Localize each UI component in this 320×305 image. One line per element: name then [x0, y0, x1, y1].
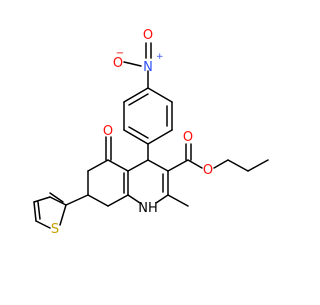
bond — [87, 194, 109, 207]
bond — [123, 87, 149, 103]
ester-ether-oxygen-label: O — [203, 163, 213, 178]
bond — [128, 126, 149, 139]
thiophene-sulfur-label: S — [51, 222, 59, 237]
bond — [128, 93, 149, 106]
bond — [247, 159, 269, 172]
bond — [147, 87, 173, 103]
bond — [213, 159, 229, 169]
bond — [87, 159, 109, 172]
bond — [65, 194, 89, 206]
bond — [37, 201, 41, 220]
bond — [227, 159, 249, 172]
bond — [147, 129, 173, 145]
bond — [107, 159, 129, 172]
bond — [167, 159, 189, 172]
bond — [35, 220, 51, 229]
molecule-canvas: N + O O − O O O NH S — [33, 28, 269, 237]
bond — [107, 194, 129, 207]
nitro-oxygen-left-label: O — [113, 56, 123, 71]
bond — [123, 129, 149, 145]
ester-carbonyl-oxygen-label: O — [183, 130, 193, 145]
bond — [167, 194, 189, 207]
nitro-nitrogen-label: N — [143, 60, 153, 75]
bond — [155, 194, 169, 204]
bond — [33, 201, 37, 222]
bond-lines — [33, 42, 269, 229]
bond — [49, 196, 67, 206]
nitro-oxygen-top-label: O — [143, 28, 153, 43]
bond — [127, 194, 141, 204]
nitro-nitrogen-charge: + — [156, 52, 164, 62]
bond — [59, 204, 67, 226]
bond — [123, 61, 142, 67]
ketone-oxygen-label: O — [103, 124, 113, 139]
ring-nh-label: NH — [138, 201, 158, 216]
atom-labels: N + O O − O O O NH S — [51, 28, 213, 237]
bond — [147, 159, 169, 172]
bond — [187, 159, 203, 169]
bond — [49, 192, 64, 203]
molecule-structure: N + O O − O O O NH S — [33, 28, 269, 237]
bond — [127, 159, 149, 172]
nitro-oxygen-left-charge: − — [116, 48, 124, 59]
bond — [33, 196, 51, 203]
